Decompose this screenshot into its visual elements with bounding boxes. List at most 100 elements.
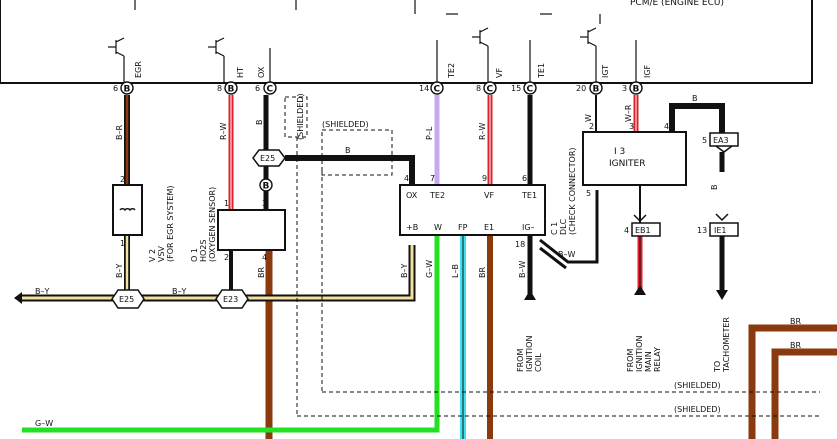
pin-vf: C 8 (476, 81, 497, 95)
svg-text:C: C (487, 85, 494, 95)
svg-text:IGNITION: IGNITION (635, 336, 644, 372)
svg-text:B: B (692, 94, 698, 103)
svg-text:FP: FP (458, 223, 468, 232)
vsv-pin-bot: 1 (120, 239, 125, 248)
svg-text:4: 4 (404, 174, 409, 183)
pin-igf: B 3 (622, 81, 643, 95)
svg-text:B: B (593, 85, 600, 95)
svg-text:BR: BR (478, 267, 487, 278)
wire-dlc-igminus-2 (539, 246, 567, 270)
svg-text:C: C (267, 85, 274, 95)
svg-text:W: W (434, 223, 442, 232)
svg-text:B–Y: B–Y (172, 287, 186, 296)
igniter-name: IGNITER (609, 159, 645, 169)
connector-e25-b: E25 (111, 289, 145, 309)
connector-e25-b-circle: B (259, 178, 273, 192)
svg-text:RELAY: RELAY (653, 347, 662, 372)
svg-text:G–W: G–W (425, 260, 434, 278)
pin-ht: B 8 (217, 81, 238, 95)
vsv-id: V 2 (148, 249, 157, 262)
svg-text:B: B (255, 120, 264, 126)
vsv-component: 2 1 V 2 VSV (FOR EGR SYSTEM) (112, 175, 175, 262)
svg-text:B: B (345, 146, 351, 155)
svg-text:E1: E1 (484, 223, 494, 232)
svg-text:W–R: W–R (624, 104, 633, 122)
svg-text:B–Y: B–Y (400, 264, 409, 278)
svg-text:(SHIELDED): (SHIELDED) (322, 120, 369, 129)
svg-text:7: 7 (430, 174, 435, 183)
svg-text:2: 2 (589, 122, 594, 131)
svg-text:4: 4 (624, 226, 629, 235)
connector-e23: E23 (215, 289, 249, 309)
svg-text:B: B (124, 85, 131, 95)
ecu-pins: B 6 B 8 C 6 C 14 C 8 C 15 (113, 81, 643, 95)
hozs-desc: (OXYGEN SENSOR) (208, 187, 217, 262)
svg-text:20: 20 (576, 84, 586, 93)
svg-text:TE1: TE1 (521, 191, 537, 200)
ecu-transistor-igt (580, 27, 597, 47)
svg-text:BR: BR (257, 267, 266, 278)
pin-igt: B 20 (576, 81, 603, 95)
pin-egr: B 6 (113, 81, 134, 95)
arrow-up-coil-icon (524, 290, 536, 300)
svg-text:5: 5 (702, 136, 707, 145)
terminal-te2: TE2 (447, 63, 456, 79)
wire-dlc-igminus (539, 190, 599, 264)
terminal-ox: OX (257, 66, 266, 78)
svg-text:B–W: B–W (558, 250, 575, 259)
wire-e25-dlc-b (285, 155, 415, 185)
svg-text:6: 6 (255, 84, 260, 93)
svg-text:BR: BR (790, 317, 801, 326)
svg-text:8: 8 (476, 84, 481, 93)
wire-br-right1 (748, 324, 837, 439)
hozs-component: 1 3 2 4 O 1 HO2S (OXYGEN SENSOR) (190, 187, 286, 262)
wire-br-right2 (771, 348, 837, 439)
note-from-relay: FROM IGNITION MAIN RELAY (626, 336, 662, 372)
terminal-egr: EGR (134, 61, 143, 78)
svg-text:B–R: B–R (115, 125, 124, 140)
connector-eb1: EB1 4 (624, 214, 661, 237)
svg-text:TE2: TE2 (429, 191, 445, 200)
svg-text:COIL: COIL (534, 353, 543, 372)
terminal-igt: IGT (601, 65, 610, 78)
svg-text:3: 3 (262, 199, 267, 208)
terminal-igf: IGF (643, 64, 652, 78)
svg-text:+B: +B (406, 223, 418, 232)
ecu-title: PCM/E (ENGINE ECU) (630, 0, 724, 8)
svg-text:BR: BR (790, 341, 801, 350)
ecu-transistor-vf (472, 27, 489, 47)
svg-text:B–Y: B–Y (35, 287, 49, 296)
pin-te2: C 14 (419, 81, 444, 95)
ecu-terminal-labels: EGR HT OX TE2 VF TE1 IGT IGF (134, 61, 652, 79)
connector-e25-a: E25 (252, 149, 286, 167)
ecu-internal-lines (123, 0, 637, 83)
arrow-icons (14, 285, 728, 304)
svg-text:VF: VF (484, 191, 494, 200)
svg-text:(SHIELDED): (SHIELDED) (674, 405, 721, 414)
svg-text:B–Y: B–Y (115, 264, 124, 278)
hozs-name: HO2S (199, 240, 208, 262)
svg-text:E23: E23 (223, 295, 238, 304)
svg-text:TACHOMETER: TACHOMETER (722, 317, 731, 373)
svg-text:3: 3 (629, 122, 634, 131)
svg-text:G–W: G–W (35, 419, 53, 428)
svg-text:TO: TO (713, 361, 722, 373)
pin-ox: C 6 (255, 81, 277, 95)
dlc-component: OX TE2 VF TE1 +B W FP E1 IG– 4 7 9 6 18 … (399, 147, 577, 249)
svg-text:FROM: FROM (626, 349, 635, 372)
svg-text:C: C (434, 85, 441, 95)
arrow-down-tach-icon (716, 290, 728, 300)
svg-text:8: 8 (217, 84, 222, 93)
terminal-te1: TE1 (537, 63, 546, 79)
pin-te1: C 15 (511, 81, 537, 95)
svg-text:EA3: EA3 (713, 136, 729, 145)
svg-text:(SHIELDED): (SHIELDED) (674, 381, 721, 390)
ecu-block: PCM/E (ENGINE ECU) (0, 0, 813, 84)
vsv-desc: (FOR EGR SYSTEM) (166, 186, 175, 262)
wire-bus-by (22, 245, 416, 302)
shield-lines (284, 96, 820, 417)
wire-color-labels: B–R R–W B (SHIELDED) P–L R–W B (SHIELDED… (35, 93, 801, 428)
svg-text:13: 13 (697, 226, 707, 235)
svg-text:18: 18 (515, 240, 525, 249)
